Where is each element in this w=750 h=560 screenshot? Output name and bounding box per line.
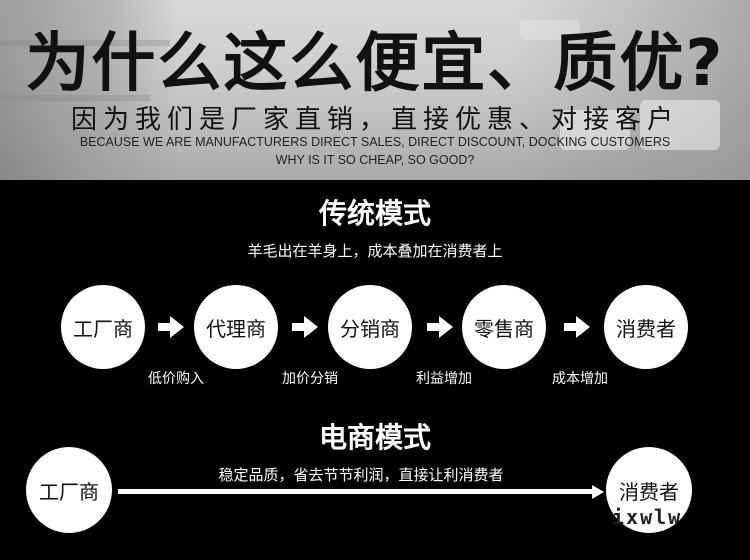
warehouse-sign (520, 20, 580, 40)
warehouse-shelf (0, 40, 170, 46)
node-consumer: 消费者 (604, 285, 688, 369)
step-label: 利益增加 (416, 371, 472, 387)
ecommerce-title: 电商模式 (318, 421, 431, 454)
warehouse-shelf (0, 95, 150, 101)
warehouse-sack (560, 110, 630, 150)
traditional-title: 传统模式 (318, 197, 431, 230)
banner-subtitle-en-1: BECAUSE WE ARE MANUFACTURERS DIRECT SALE… (79, 135, 671, 149)
warehouse-background-right (510, 0, 750, 180)
ecommerce-node-consumer: 消费者 (606, 447, 692, 533)
node-agent: 代理商 (194, 285, 278, 369)
ecommerce-description: 稳定品质，省去节节利润，直接让利消费者 (218, 466, 504, 484)
long-arrow-right-icon (118, 485, 604, 499)
banner-subtitle-cn: 因为我们是厂家直销，直接优惠、对接客户 (70, 105, 679, 135)
step-label: 低价购入 (148, 371, 204, 387)
arrow-right-icon (292, 316, 318, 338)
traditional-description: 羊毛出在羊身上，成本叠加在消费者上 (247, 242, 503, 260)
step-label: 成本增加 (552, 371, 608, 387)
arrow-right-icon (427, 316, 453, 338)
banner-subtitle-en-2: WHY IS IT SO CHEAP, SO GOOD? (275, 153, 475, 167)
watermark-text: ixwlw (612, 505, 683, 529)
arrow-right-icon (158, 316, 184, 338)
arrow-right-icon (564, 316, 590, 338)
warehouse-sack (640, 100, 720, 150)
step-label: 加价分销 (282, 371, 338, 387)
header-banner: 为什么这么便宜、质优? 因为我们是厂家直销，直接优惠、对接客户 BECAUSE … (0, 0, 750, 180)
banner-title: 为什么这么便宜、质优? (25, 27, 725, 101)
node-distributor: 分销商 (328, 285, 412, 369)
node-retailer: 零售商 (462, 285, 546, 369)
node-factory: 工厂商 (61, 285, 145, 369)
ecommerce-node-factory: 工厂商 (26, 447, 112, 533)
warehouse-background-left (0, 0, 180, 180)
